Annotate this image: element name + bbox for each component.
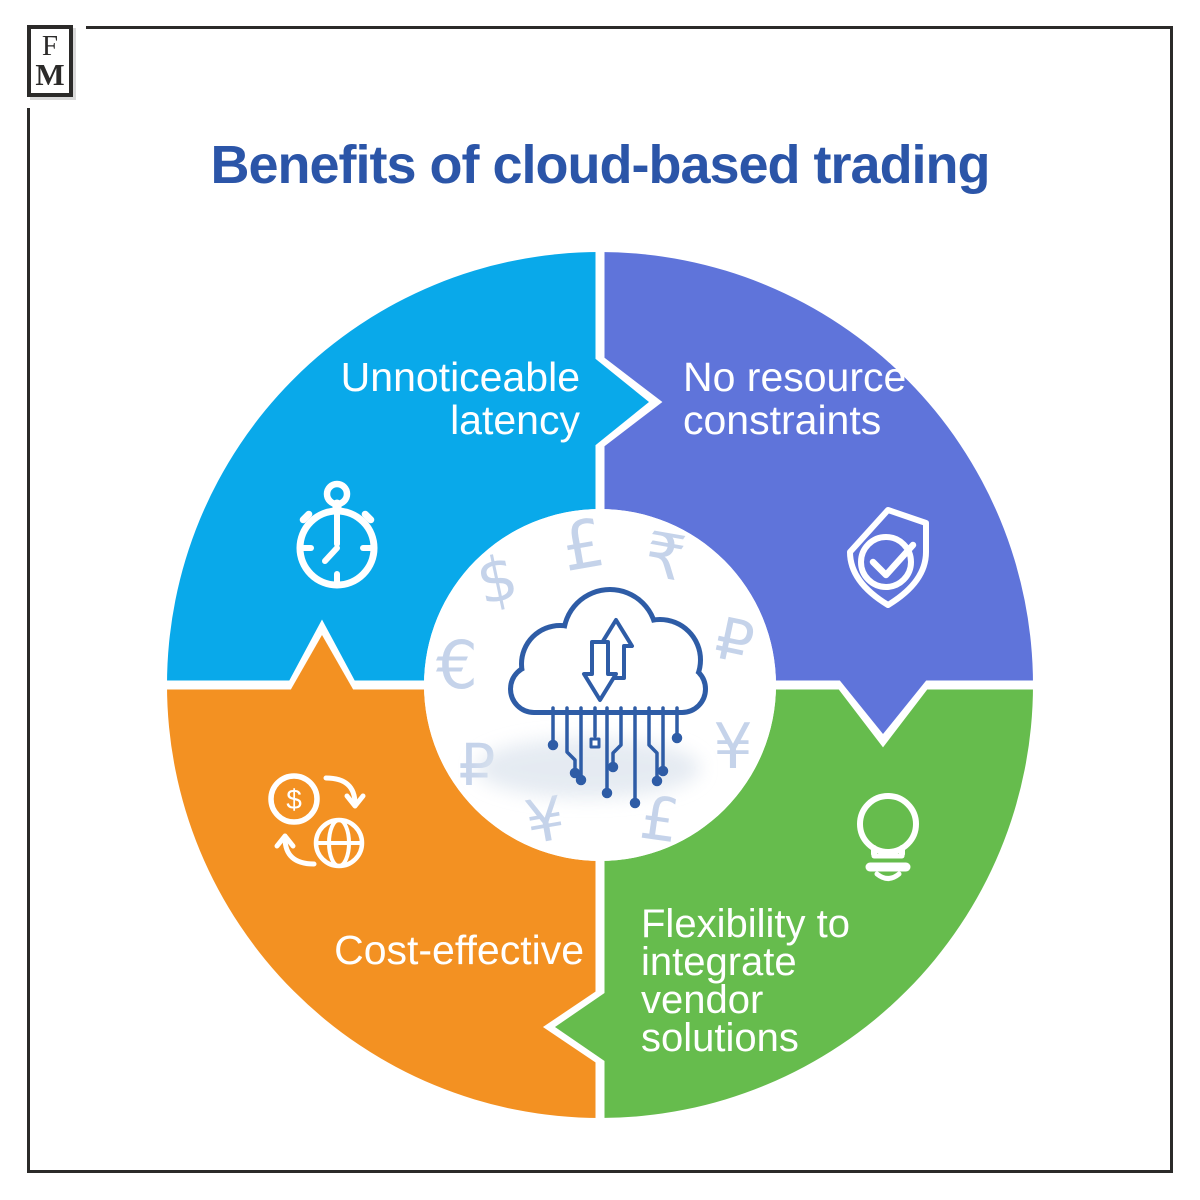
label-unnoticeable-line1: Unnoticeable — [341, 354, 580, 400]
chevron-orange-to-cyan — [290, 635, 354, 691]
circuit-drips — [547, 706, 683, 809]
separator-top — [595, 250, 663, 511]
fm-logo: F M — [27, 25, 73, 97]
up-down-arrows — [582, 618, 634, 702]
separator-bottom — [542, 859, 605, 1120]
label-flexibility-line4: solutions — [641, 1016, 799, 1060]
label-flexibility-line1: Flexibility to — [641, 902, 850, 946]
label-noresource-line2: constraints — [683, 397, 881, 443]
currency-exchange-icon: $ — [268, 773, 366, 869]
quadrant-flexibility — [600, 685, 1033, 1118]
exchange-coin-dollar: $ — [286, 784, 302, 815]
label-flexibility-line2: integrate — [641, 940, 797, 984]
label-noresource-line1: No resource — [683, 354, 906, 400]
currency-symbol-euro: € — [436, 627, 478, 704]
arrow-down — [582, 640, 618, 702]
currency-symbol-yen-right: ¥ — [713, 710, 752, 783]
lightbulb-icon — [857, 793, 919, 881]
logo-letter-m: M — [35, 57, 65, 92]
quadrant-separators — [165, 250, 1035, 1120]
separator-left — [165, 619, 426, 690]
quadrant-labels: Unnoticeable latency No resource constra… — [334, 354, 906, 1060]
quadrant-unnoticeable-latency — [167, 252, 600, 685]
label-unnoticeable-line2: latency — [450, 397, 580, 443]
page-title: Benefits of cloud-based trading — [210, 135, 990, 195]
page-border-frame — [27, 26, 1173, 1173]
cloud-upload-download-icon — [508, 587, 708, 809]
logo-letter-f: F — [41, 30, 59, 62]
separator-right — [774, 680, 1035, 748]
label-cost-effective: Cost-effective — [334, 927, 584, 973]
chevron-cyan-to-purple — [592, 356, 649, 448]
shield-check-icon — [847, 507, 929, 608]
quadrant-cost-effective — [167, 685, 600, 1118]
stopwatch-icon — [296, 480, 378, 589]
chevron-purple-to-green — [837, 677, 929, 734]
label-flexibility-line3: vendor — [641, 978, 763, 1022]
chevron-green-to-orange — [555, 992, 606, 1062]
cloud-shadow — [476, 738, 700, 798]
quadrant-no-resource-constraints — [600, 252, 1033, 685]
